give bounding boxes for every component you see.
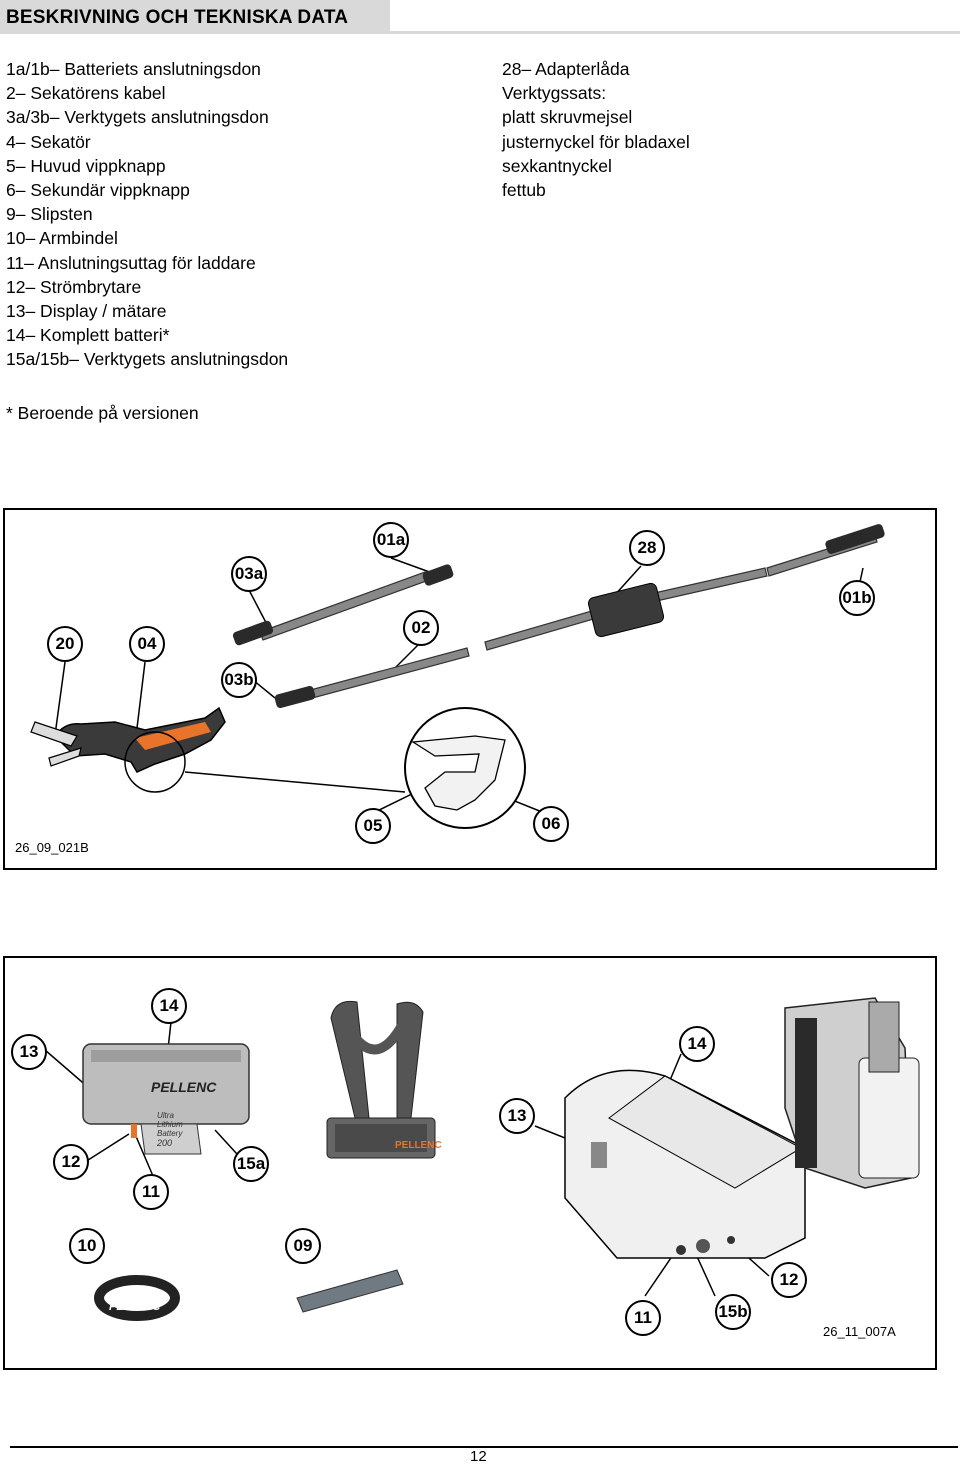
battery-text-line: Lithium — [157, 1120, 183, 1129]
battery-text-line: 200 — [156, 1138, 172, 1148]
list-item: 6– Sekundär vippknapp — [6, 180, 190, 201]
list-item: sexkantnyckel — [502, 155, 612, 176]
header-rule — [390, 31, 960, 34]
pruner-illustration — [30, 524, 885, 829]
component-list-left: 1a/1b– Batteriets anslutningsdon 2– Seka… — [6, 57, 288, 372]
callout-03b: 03b — [221, 662, 257, 698]
callout-20: 20 — [47, 626, 83, 662]
page-header: BESKRIVNING OCH TEKNISKA DATA — [0, 0, 960, 34]
callout-01a: 01a — [373, 522, 409, 558]
header-bar — [0, 0, 390, 34]
footnote: * Beroende på versionen — [6, 403, 199, 423]
list-item: fettub — [502, 180, 546, 201]
list-item: 1a/1b– Batteriets anslutningsdon — [6, 59, 261, 79]
list-item: justernyckel för bladaxel — [502, 131, 690, 152]
callout-15b: 15b — [715, 1294, 751, 1330]
list-item: 12– Strömbrytare — [6, 276, 142, 297]
figure-pruner-kit: 20 04 03a 03b 01a 02 28 01b 05 06 26_09_… — [3, 508, 937, 870]
callout-01b: 01b — [839, 580, 875, 616]
callout-15a: 15a — [233, 1146, 269, 1182]
battery-brand-label: PELLENC — [151, 1079, 217, 1095]
footer-rule — [10, 1446, 958, 1448]
callout-28: 28 — [629, 530, 665, 566]
callout-11: 11 — [133, 1174, 169, 1210]
list-item: 2– Sekatörens kabel — [6, 83, 166, 104]
list-item: Verktygssats: — [502, 83, 607, 104]
callout-04: 04 — [129, 626, 165, 662]
page-title: BESKRIVNING OCH TEKNISKA DATA — [6, 7, 349, 28]
callout-10: 10 — [69, 1228, 105, 1264]
callout-14: 14 — [151, 988, 187, 1024]
list-item: 13– Display / mätare — [6, 301, 167, 322]
callout-12: 12 — [53, 1144, 89, 1180]
callout-02: 02 — [403, 610, 439, 646]
list-item: 15a/15b– Verktygets anslutningsdon — [6, 349, 289, 370]
callout-03a: 03a — [231, 556, 267, 592]
battery-text-line: Battery — [157, 1129, 183, 1138]
callout-13: 13 — [499, 1098, 535, 1134]
list-item: platt skruvmejsel — [502, 107, 633, 128]
callout-11: 11 — [625, 1300, 661, 1336]
list-item: 11– Anslutningsuttag för laddare — [6, 252, 256, 273]
list-item: 9– Slipsten — [6, 204, 93, 225]
list-item: 4– Sekatör — [6, 131, 91, 152]
page-number: 12 — [470, 1448, 487, 1465]
figure-battery-kit: PELLENC Ultra Lithium Battery 200 PELLEN… — [3, 956, 937, 1370]
list-item: 5– Huvud vippknapp — [6, 155, 166, 176]
list-item: 14– Komplett batteri* — [6, 325, 170, 346]
battery-text-line: Ultra — [157, 1111, 174, 1120]
callout-05: 05 — [355, 808, 391, 844]
band-brand-label: PELLENC — [109, 1301, 161, 1313]
component-list-right: 28– Adapterlåda Verktygssats: platt skru… — [502, 57, 690, 202]
callout-06: 06 — [533, 806, 569, 842]
list-item: 10– Armbindel — [6, 228, 118, 249]
callout-14: 14 — [679, 1026, 715, 1062]
figure-reference: 26_11_007A — [823, 1324, 896, 1339]
figure-reference: 26_09_021B — [15, 840, 89, 855]
battery-illustration: PELLENC Ultra Lithium Battery 200 PELLEN… — [44, 997, 920, 1321]
list-item: 3a/3b– Verktygets anslutningsdon — [6, 107, 269, 128]
callout-12: 12 — [771, 1262, 807, 1298]
callout-13: 13 — [11, 1034, 47, 1070]
callout-09: 09 — [285, 1228, 321, 1264]
harness-brand-label: PELLENC — [395, 1140, 442, 1151]
list-item: 28– Adapterlåda — [502, 59, 630, 79]
